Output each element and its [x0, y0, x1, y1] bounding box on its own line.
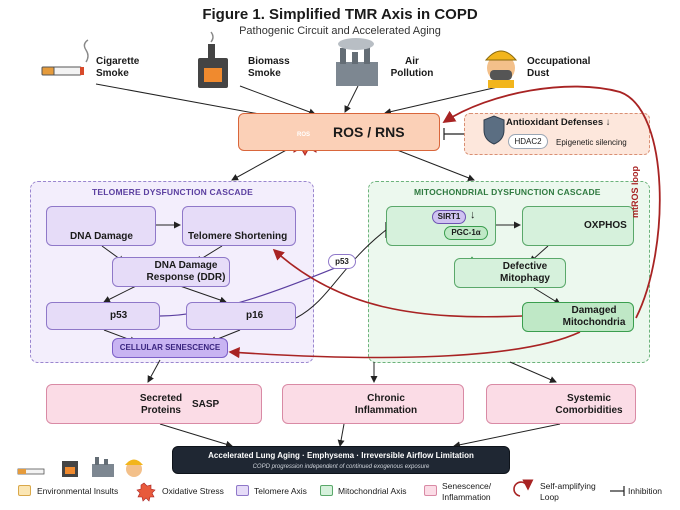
source-label-dust: Occupational Dust — [527, 56, 591, 79]
telomere-shortening-label: Telomere Shortening — [188, 231, 288, 242]
senescence-label: CELLULAR SENESCENCE — [119, 343, 221, 352]
oxphos-label: OXPHOS — [584, 220, 627, 231]
worker-icon — [484, 50, 518, 88]
cigarette-icon — [41, 39, 89, 76]
sirt1-pill: SIRT1 — [432, 210, 466, 224]
legend-burst-icon — [136, 482, 156, 502]
figure-subtitle: Pathogenic Circuit and Accelerated Aging — [239, 25, 441, 37]
oxphos-box — [522, 206, 634, 246]
legend-inhib: Inhibition — [628, 486, 663, 496]
damaged-mito-box — [522, 302, 634, 332]
antioxidant-title: Antioxidant Defenses ↓ — [506, 117, 611, 128]
comorbidities-label: Systemic Comorbidities — [555, 393, 623, 416]
legend-loop-icon — [513, 479, 534, 497]
legend-loop: Self-amplifying Loop — [540, 481, 596, 502]
telomere-shortening-box — [182, 206, 296, 246]
inflammation-label: Chronic Inflammation — [354, 393, 418, 416]
legend-env: Environmental Insults — [37, 486, 119, 496]
legend-worker-icon — [125, 459, 143, 477]
final-banner — [172, 446, 510, 474]
dna-damage-label: DNA Damage — [70, 231, 133, 242]
hdac2-tag: HDAC2 — [508, 134, 548, 149]
legend-env-swatch — [18, 485, 31, 496]
comorbidities-box — [486, 384, 636, 424]
legend-stove-icon — [62, 461, 78, 477]
ddr-box — [112, 257, 230, 287]
legend-inhibition-icon — [610, 486, 625, 496]
source-label-cigarette: Cigarette Smoke — [96, 56, 140, 79]
sasp-box — [46, 384, 262, 424]
factory-icon — [336, 38, 378, 86]
mitophagy-label: Defective Mitophagy — [500, 261, 550, 284]
mito-cluster-title: MITOCHONDRIAL DYSFUNCTION CASCADE — [414, 187, 601, 197]
stove-icon — [198, 31, 228, 88]
ddr-label: DNA Damage Response (DDR) — [146, 260, 226, 283]
senescence-box — [112, 338, 228, 358]
figure-title: Figure 1. Simplified TMR Axis in COPD — [202, 6, 478, 23]
telomere-cluster-title: TELOMERE DYSFUNCTION CASCADE — [92, 187, 253, 197]
legend-cigarette-icon — [17, 468, 45, 475]
dna-damage-box — [46, 206, 156, 246]
p16-label: p16 — [246, 310, 264, 321]
pgc-pill: PGC-1α — [444, 226, 488, 240]
ros-label: ROS / RNS — [333, 124, 405, 140]
legend-sen: Senescence/ Inflammation — [442, 481, 492, 502]
legend-sen-swatch — [424, 485, 437, 496]
final-note: COPD progression independent of continue… — [252, 464, 430, 470]
source-label-biomass: Biomass Smoke — [248, 56, 290, 79]
source-label-air: Air Pollution — [390, 56, 434, 79]
legend-tel: Telomere Axis — [254, 486, 307, 496]
p53-box — [46, 302, 160, 330]
p53-label: p53 — [110, 310, 128, 321]
legend-mito: Mitochondrial Axis — [338, 486, 407, 496]
shield-icon — [483, 115, 505, 145]
sirt1-down-arrow: ↓ — [470, 209, 476, 221]
ros-box — [238, 113, 440, 151]
legend-ox: Oxidative Stress — [162, 486, 224, 496]
damaged-mito-label: Damaged Mitochondria — [562, 305, 626, 328]
mtros-loop-label: mtROS loop — [630, 166, 640, 218]
legend-factory-icon — [92, 457, 114, 477]
final-title: Accelerated Lung Aging · Emphysema · Irr… — [208, 451, 474, 460]
legend-tel-swatch — [236, 485, 249, 496]
mitophagy-box — [454, 258, 566, 288]
antioxidant-note: Epigenetic silencing — [556, 138, 627, 147]
legend-mito-swatch — [320, 485, 333, 496]
sasp-proteins-label: Secreted Proteins — [139, 393, 183, 416]
p53-link-label: p53 — [328, 254, 356, 269]
inflammation-box — [282, 384, 464, 424]
sasp-label: SASP — [192, 399, 220, 410]
p16-box — [186, 302, 296, 330]
ros-badge-label: ROS — [297, 132, 311, 138]
